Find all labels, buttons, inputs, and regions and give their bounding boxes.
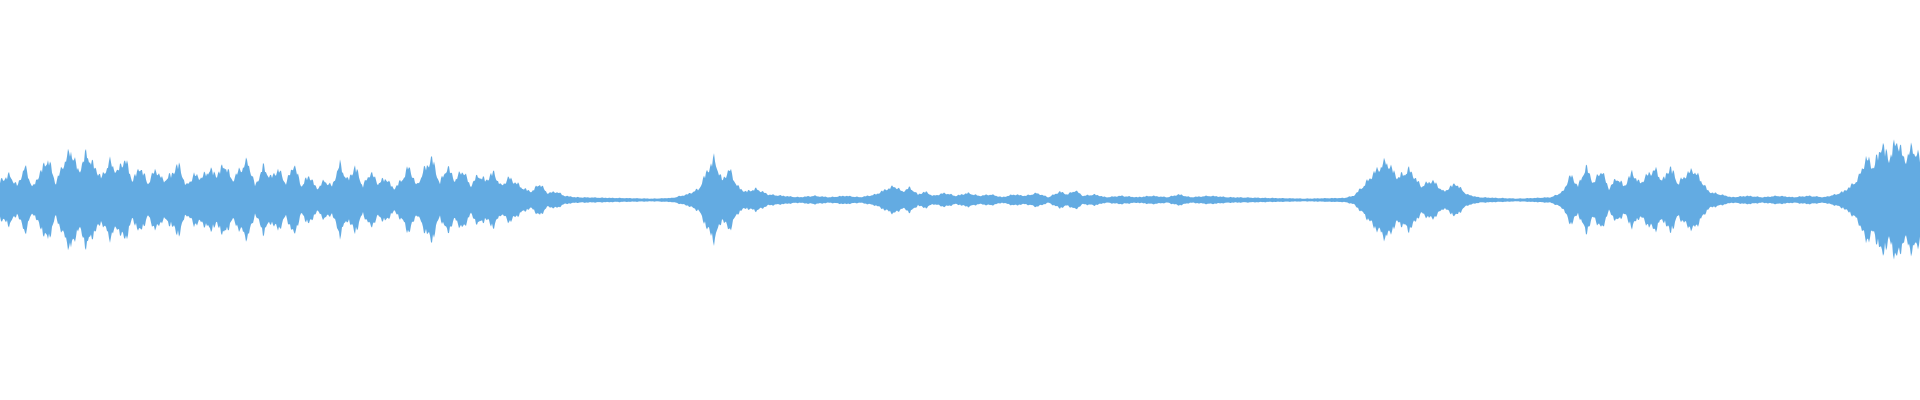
- waveform-envelope: [0, 139, 1920, 260]
